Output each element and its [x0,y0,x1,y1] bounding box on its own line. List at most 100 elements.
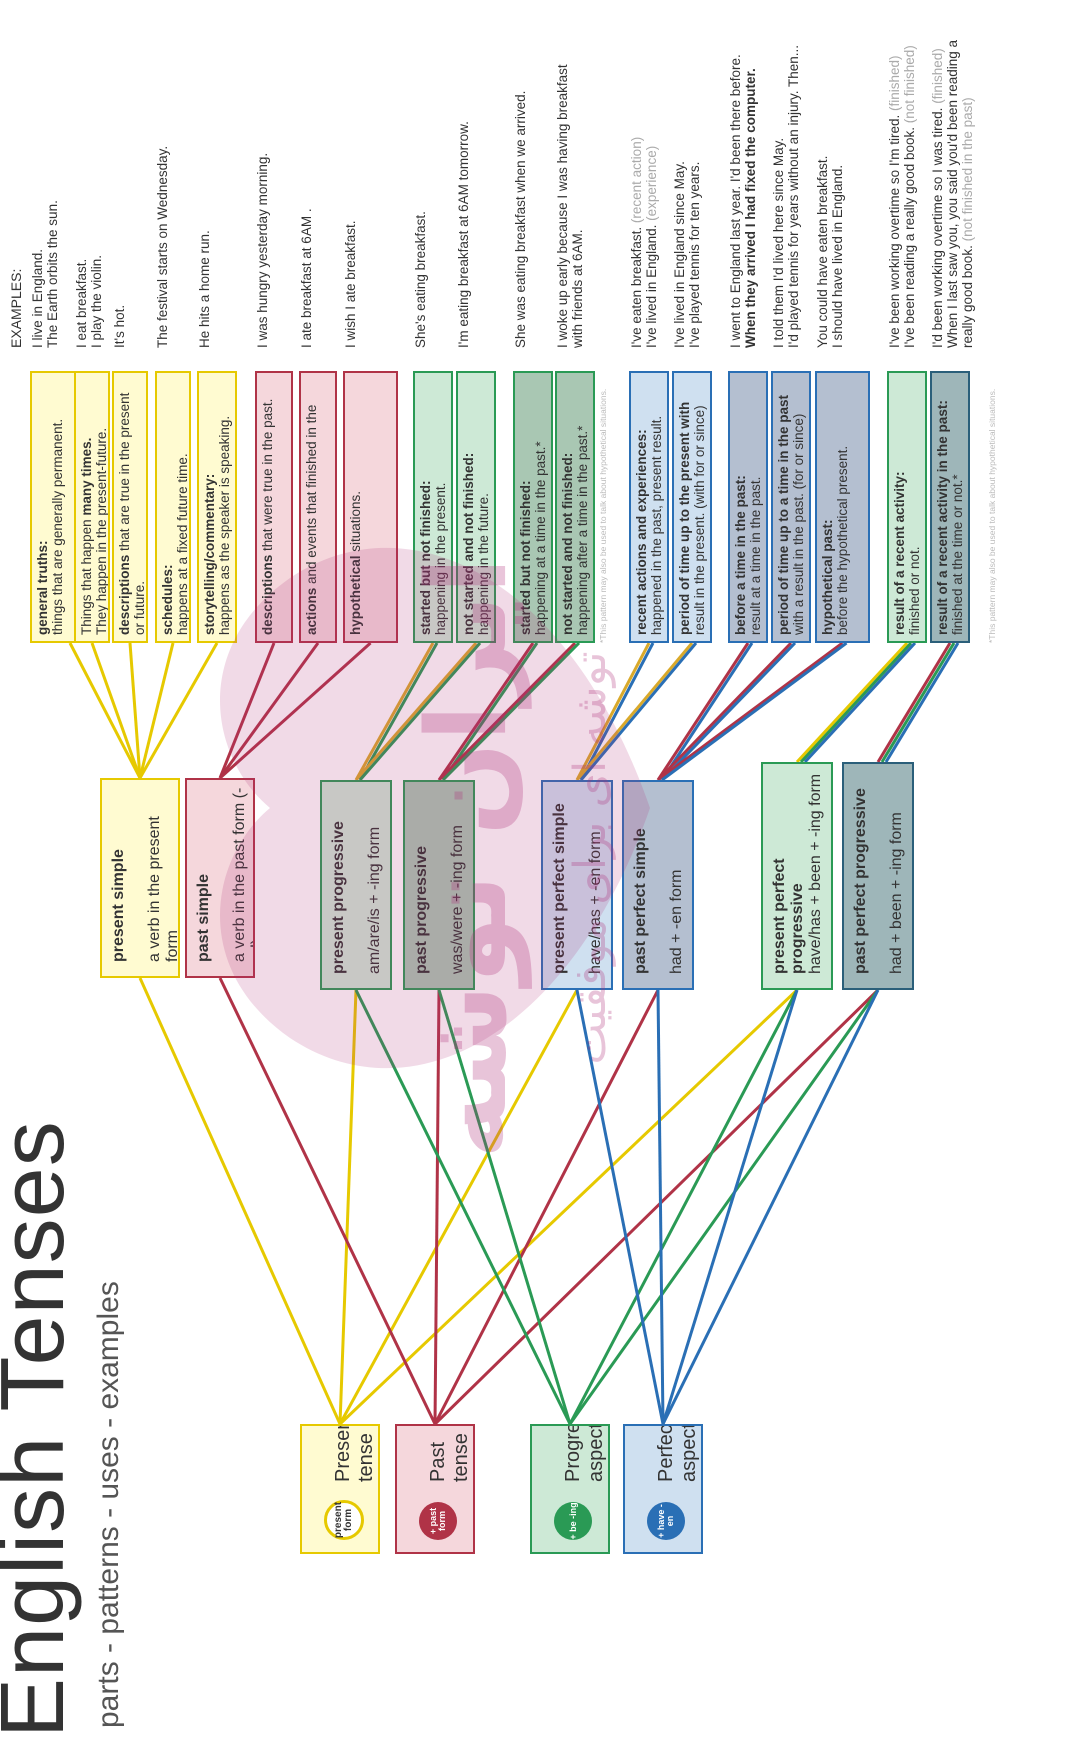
use-line-2: with a result in the past. (for or since… [791,413,806,635]
use-line-2: things that are generally permanent. [50,418,65,635]
connector-line [218,977,437,1425]
example-line: with friends at 6AM. [570,229,585,348]
badge-label: present form [333,1501,354,1539]
connector-line [579,642,655,781]
use-line-1: before a time in the past: [733,475,748,635]
example-line: I've eaten breakfast. (recent action) [629,136,644,348]
connector-line [579,642,698,781]
connector-line [568,989,799,1425]
connector-line [433,989,660,1425]
part-present-tense: present form Present tense [300,1424,380,1554]
connector-line [354,989,572,1425]
example: You could have eaten breakfast.I should … [815,156,845,348]
connector-line [568,989,880,1425]
connector-line [660,641,797,782]
pattern-past-perfect-progressive: past perfect progressive had + been + -i… [842,762,914,990]
example-line: I've played tennis for ten years. [687,161,702,348]
connector-line [338,989,358,1425]
badge-label: + be -ing [567,1502,578,1540]
example-line: I live in England. [30,248,45,348]
use-line-2: result at a time in the past. [748,476,763,635]
part-perfect-aspect: + have -en Perfect aspect [623,1424,703,1554]
example: I went to England last year. I'd been th… [728,54,758,348]
example: She's eating breakfast. [413,211,428,348]
examples-heading: EXAMPLES: [8,268,24,348]
example-line: I've been working overtime so I'm tired.… [887,55,902,348]
example-line: You could have eaten breakfast. [815,155,830,348]
example: I eat breakfast.I play the violin. [74,255,104,348]
connector-line [661,989,880,1425]
connector-line [880,642,956,763]
part-label: Perfect aspect [655,1424,700,1482]
example: I ate breakfast at 6AM . [299,208,314,348]
example-line: I went to England last year. I'd been th… [728,54,743,348]
example-line: I was hungry yesterday morning. [255,152,270,348]
use-box: before a time in the past:result at a ti… [728,371,768,643]
example: I was hungry yesterday morning. [255,153,270,348]
example-line: When they arrived I had fixed the comput… [743,68,758,348]
use-line-1: result of a recent activity in the past: [935,400,950,635]
connector-line [575,989,665,1425]
use-line-1: period of time up to a time in the past [776,394,791,635]
example: He hits a home run. [197,230,212,348]
use-box: Things that happen many times.They happe… [74,371,110,643]
example-line: I've been reading a really good book. (n… [902,45,917,348]
pattern-name: past perfect progressive [852,788,869,974]
example: I've been working overtime so I'm tired.… [887,45,917,348]
connector-line [803,641,917,764]
svg-text:توشه ای برای موفقیت: توشه ای برای موفقیت [565,651,616,1064]
example-line: She's eating breakfast. [413,211,428,348]
connector-line [68,642,142,779]
example-line: I woke up early because I was having bre… [555,64,570,348]
example-line: I should have lived in England. [830,164,845,348]
badge-label: + have -en [656,1504,675,1538]
example-line: I'm eating breakfast at 6AM tomorrow. [456,121,471,348]
example-line: I ate breakfast at 6AM . [299,208,314,348]
part-label: Present tense [332,1424,377,1482]
example: I've lived in England since May.I've pla… [672,161,702,348]
connector-line [138,642,219,779]
connector-line [138,642,175,779]
connector-line [90,642,142,779]
pattern-form: had + been + -ing form [888,812,905,974]
example-line: I'd been working overtime so I was tired… [930,48,945,348]
example-line: I've lived in England. (experience) [644,145,659,348]
watermark-text: ایران توشه توشه ای برای موفقیت [403,558,616,1158]
connector-line [661,989,799,1425]
connector-line [657,641,844,782]
connector-line [799,641,913,764]
pattern-name: present simple [110,849,127,962]
example-line: She was eating breakfast when we arrived… [513,90,528,348]
connector-line [656,642,750,781]
example-line: When I last saw you, you said you'd been… [945,39,960,348]
connector-line [218,642,276,779]
use-line-2: result in the present. (with for or sinc… [692,405,707,635]
connector-line [433,989,441,1425]
example: The festival starts on Wednesday. [155,146,170,348]
example: I woke up early because I was having bre… [555,64,585,348]
example: She was eating breakfast when we arrived… [513,91,528,348]
past-form-badge-icon: + past form [419,1502,457,1540]
connector-line [441,641,581,782]
page-title: English Tenses [0,1120,83,1738]
connector-line [433,988,880,1426]
connector-line [338,988,799,1426]
example-line: He hits a home run. [197,230,212,348]
watermark-logo-icon [220,547,650,1069]
example-line: I eat breakfast. [74,258,89,348]
use-box: result of a recent activity in the past:… [930,371,970,643]
pattern-form: had + -en form [668,869,685,975]
example-line: The festival starts on Wednesday. [155,145,170,348]
use-line-1: result of a recent activity: [892,471,907,635]
pattern-name: present perfect progressive [771,858,806,974]
example-line: I told them I'd lived here since May. [771,137,786,348]
connector-line [128,642,142,779]
use-line-2: or future. [132,580,147,635]
use-line-2: They happen in the present-future. [94,427,109,635]
use-box: descriptions that are true in the presen… [112,371,148,643]
connector-line [437,989,572,1425]
